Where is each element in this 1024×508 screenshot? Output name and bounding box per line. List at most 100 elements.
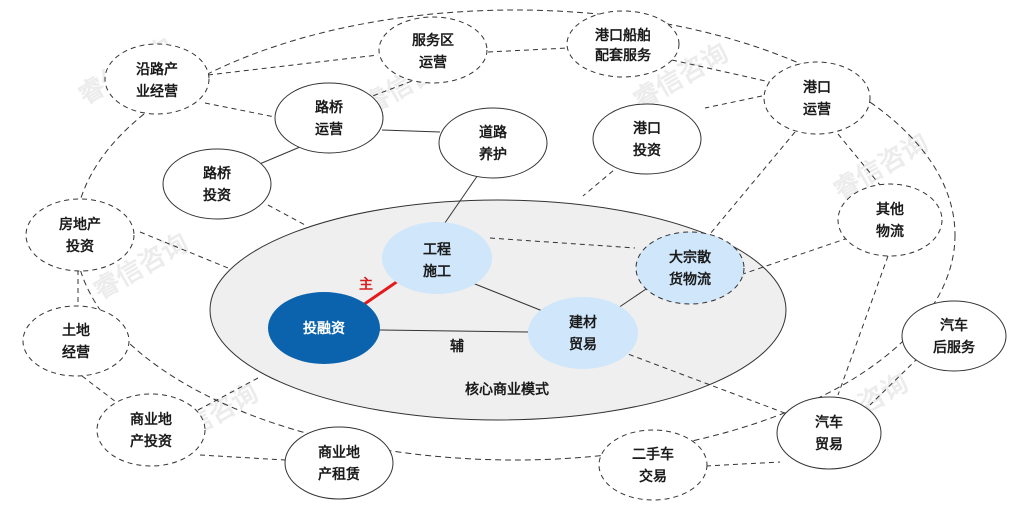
node-land-operation[interactable]: 土地 经营 <box>22 305 130 377</box>
car-trade-label-line2: 贸易 <box>815 436 843 453</box>
car-trade-node-shape <box>776 396 882 470</box>
commercial-lease-label-line1: 商业地 <box>318 444 360 461</box>
bulk-logistics-label-line2: 货物流 <box>668 271 711 288</box>
bridge-operation-label-line1: 路桥 <box>315 99 344 116</box>
used-car-trade-label-line2: 交易 <box>639 468 667 485</box>
link-roadside-servicearea <box>207 54 379 76</box>
used-car-trade-node-shape <box>598 429 708 501</box>
bridge-operation-label-line2: 运营 <box>315 121 343 138</box>
node-commercial-investment[interactable]: 商业地 产投资 <box>96 393 206 467</box>
road-maintenance-label-line2: 养护 <box>478 146 507 163</box>
node-port-operation[interactable]: 港口 运营 <box>763 61 871 135</box>
port-operation-label-line1: 港口 <box>803 79 831 96</box>
link-portinvest-core <box>582 164 621 197</box>
node-car-trade[interactable]: 汽车 贸易 <box>776 396 882 470</box>
primary-link-label: 主 <box>359 276 373 293</box>
link-roadmaint-construction <box>439 171 481 231</box>
node-service-area[interactable]: 服务区 运营 <box>378 16 488 84</box>
land-operation-node-shape <box>22 305 130 377</box>
link-land-commercial <box>81 375 121 406</box>
node-car-after-service[interactable]: 汽车 后服务 <box>901 300 1007 372</box>
link-servicearea-portship <box>487 47 569 53</box>
car-after-service-label-line1: 汽车 <box>940 317 968 334</box>
port-ship-service-label-line2: 配套服务 <box>595 47 652 64</box>
other-logistics-label-line2: 物流 <box>876 223 904 240</box>
bulk-logistics-node-shape <box>635 231 745 305</box>
road-maintenance-node-shape <box>438 107 548 179</box>
node-construction[interactable]: 工程 施工 <box>382 222 492 294</box>
used-car-trade-label-line1: 二手车 <box>632 446 674 463</box>
commercial-lease-node-shape <box>284 426 394 500</box>
link-otherlogistics-bulk <box>739 237 849 276</box>
link-bridgeops-roadmaint <box>381 129 441 133</box>
investment-finance-node-shape <box>268 292 380 364</box>
materials-trade-label-line1: 建材 <box>569 314 597 331</box>
outer-nodes: 沿路产 业经营 服务区 运营 港口船舶 配套服务 港口 运营 路桥 运营 道路 … <box>22 10 1007 501</box>
node-roadside-industry[interactable]: 沿路产 业经营 <box>104 43 210 115</box>
other-logistics-label-line1: 其他 <box>876 201 904 218</box>
land-operation-label-line2: 经营 <box>62 344 90 361</box>
node-bridge-investment[interactable]: 路桥 投资 <box>162 148 272 220</box>
port-operation-node-shape <box>763 61 871 135</box>
commercial-investment-node-shape <box>96 393 206 467</box>
node-investment-finance[interactable]: 投融资 <box>268 292 380 364</box>
commercial-investment-label-line1: 商业地 <box>130 411 172 428</box>
bridge-investment-label-line1: 路桥 <box>203 165 232 182</box>
node-port-ship-service[interactable]: 港口船舶 配套服务 <box>566 10 680 78</box>
roadside-industry-node-shape <box>104 43 210 115</box>
investment-finance-label: 投融资 <box>303 320 345 337</box>
node-used-car-trade[interactable]: 二手车 交易 <box>598 429 708 501</box>
port-investment-label-line2: 投资 <box>633 142 661 159</box>
car-trade-label-line1: 汽车 <box>815 414 843 431</box>
roadside-industry-label-line1: 沿路产 <box>136 61 178 78</box>
bulk-logistics-label-line1: 大宗散 <box>669 249 712 266</box>
bridge-operation-node-shape <box>274 82 384 154</box>
construction-label-line1: 工程 <box>423 242 451 258</box>
core-business-model-label: 核心商业模式 <box>465 381 549 398</box>
solid-connectors <box>249 129 653 333</box>
construction-label-line2: 施工 <box>423 263 451 280</box>
node-road-maintenance[interactable]: 道路 养护 <box>438 107 548 179</box>
link-servicearea-bridgeops <box>361 77 421 101</box>
other-logistics-node-shape <box>837 183 943 257</box>
realestate-investment-label-line1: 房地产 <box>59 216 101 233</box>
land-operation-label-line1: 土地 <box>62 322 90 339</box>
port-ship-service-label-line1: 港口船舶 <box>595 27 651 44</box>
link-roadside-bridgeops <box>204 102 276 118</box>
node-materials-trade[interactable]: 建材 贸易 <box>528 297 638 369</box>
link-carafter-cartrade <box>869 357 919 406</box>
link-otherlogistics-cartrade <box>837 255 889 396</box>
link-construction-materials <box>469 281 546 313</box>
node-port-investment[interactable]: 港口 投资 <box>592 103 702 175</box>
materials-trade-label-line2: 贸易 <box>569 336 597 353</box>
link-portops-bulk <box>704 131 796 241</box>
node-bridge-operation[interactable]: 路桥 运营 <box>274 82 384 154</box>
link-commercial-core <box>197 377 259 411</box>
car-after-service-label-line2: 后服务 <box>933 339 976 356</box>
link-materials-cartrade <box>611 347 791 416</box>
link-finance-construction-primary <box>362 279 399 307</box>
service-area-node-shape <box>378 16 488 84</box>
realestate-investment-node-shape <box>25 198 135 272</box>
node-bulk-logistics[interactable]: 大宗散 货物流 <box>635 231 745 305</box>
dashed-connectors <box>77 47 919 467</box>
node-commercial-lease[interactable]: 商业地 产租赁 <box>284 426 394 500</box>
port-investment-label-line1: 港口 <box>633 120 661 137</box>
link-finance-materials <box>377 329 529 333</box>
construction-node-shape <box>382 222 492 294</box>
car-after-service-node-shape <box>901 300 1007 372</box>
link-bridgeinvest-core <box>267 204 306 226</box>
node-other-logistics[interactable]: 其他 物流 <box>837 183 943 257</box>
roadside-industry-label-line2: 业经营 <box>136 83 178 100</box>
road-maintenance-label-line1: 道路 <box>479 124 508 141</box>
service-area-label-line1: 服务区 <box>412 32 454 49</box>
link-construction-bulk <box>489 237 636 249</box>
link-portops-otherlogistics <box>837 133 881 186</box>
link-portship-portops <box>671 59 771 83</box>
commercial-investment-label-line2: 产投资 <box>130 433 172 450</box>
link-commercial-lease <box>199 454 286 461</box>
secondary-link-label: 辅 <box>450 338 464 355</box>
bridge-investment-node-shape <box>162 148 272 220</box>
node-realestate-investment[interactable]: 房地产 投资 <box>25 198 135 272</box>
